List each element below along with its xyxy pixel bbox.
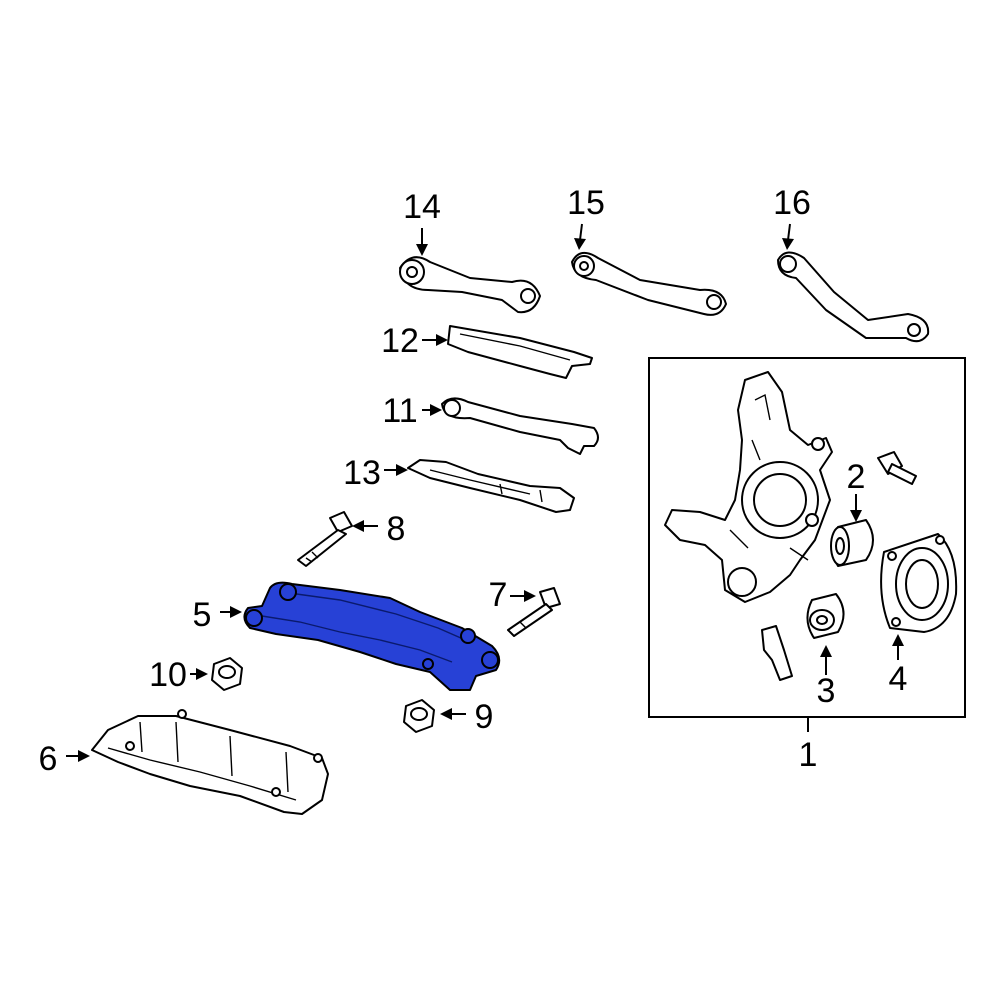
- part-12-shield[interactable]: [447, 325, 593, 379]
- callout-6: 6: [39, 740, 58, 778]
- callout-12-arrowhead: [436, 334, 448, 346]
- callout-1: 1: [799, 736, 818, 774]
- callout-2-arrowhead: [850, 510, 862, 522]
- part-14-control-arm[interactable]: [399, 256, 541, 314]
- part-5-lower-control-arm[interactable]: [243, 581, 501, 691]
- callout-15-leader: [579, 223, 583, 241]
- callout-4-arrowhead: [892, 634, 904, 646]
- callout-16: 16: [773, 184, 811, 222]
- part-3-bushing[interactable]: [806, 593, 845, 639]
- callout-9: 9: [475, 698, 494, 736]
- part-8-bolt[interactable]: [297, 511, 353, 567]
- callout-8-arrowhead: [352, 520, 364, 532]
- callout-7: 7: [489, 576, 508, 614]
- callout-8: 8: [387, 510, 406, 548]
- callout-13: 13: [343, 454, 381, 492]
- callout-14-arrowhead: [416, 244, 428, 256]
- callout-3-arrowhead: [820, 645, 832, 657]
- part-6-skid-shield[interactable]: [91, 709, 329, 815]
- part-2-bushing[interactable]: [830, 519, 874, 567]
- callout-16-arrowhead: [782, 238, 794, 250]
- callout-7-arrowhead: [524, 590, 536, 602]
- callout-12: 12: [381, 322, 419, 360]
- part-15-control-arm[interactable]: [571, 251, 727, 316]
- part-10-nut[interactable]: [211, 657, 243, 691]
- callout-11-arrowhead: [430, 404, 442, 416]
- callout-16-leader: [787, 223, 791, 241]
- callout-2: 2: [847, 458, 866, 496]
- callout-15: 15: [567, 184, 605, 222]
- callout-5-arrowhead: [230, 606, 242, 618]
- callout-3: 3: [817, 672, 836, 710]
- part-knuckle[interactable]: [664, 371, 833, 603]
- callout-11: 11: [382, 392, 417, 430]
- callout-10-arrowhead: [196, 668, 208, 680]
- part-4-hub[interactable]: [880, 533, 958, 633]
- part-16-control-arm[interactable]: [777, 251, 930, 343]
- part-11-control-arm[interactable]: [441, 397, 599, 455]
- part-clip[interactable]: [761, 625, 793, 681]
- callout-10: 10: [149, 656, 187, 694]
- callout-6-arrowhead: [78, 750, 90, 762]
- callout-4: 4: [889, 660, 908, 698]
- callout-14: 14: [403, 188, 441, 226]
- part-9-nut[interactable]: [403, 699, 435, 733]
- callout-5: 5: [193, 596, 212, 634]
- part-bolt-knuckle[interactable]: [877, 451, 917, 485]
- callout-15-arrowhead: [574, 238, 586, 250]
- part-13-shield[interactable]: [407, 459, 575, 513]
- callout-13-arrowhead: [396, 464, 408, 476]
- callout-9-arrowhead: [440, 708, 452, 720]
- part-7-bolt[interactable]: [507, 587, 561, 637]
